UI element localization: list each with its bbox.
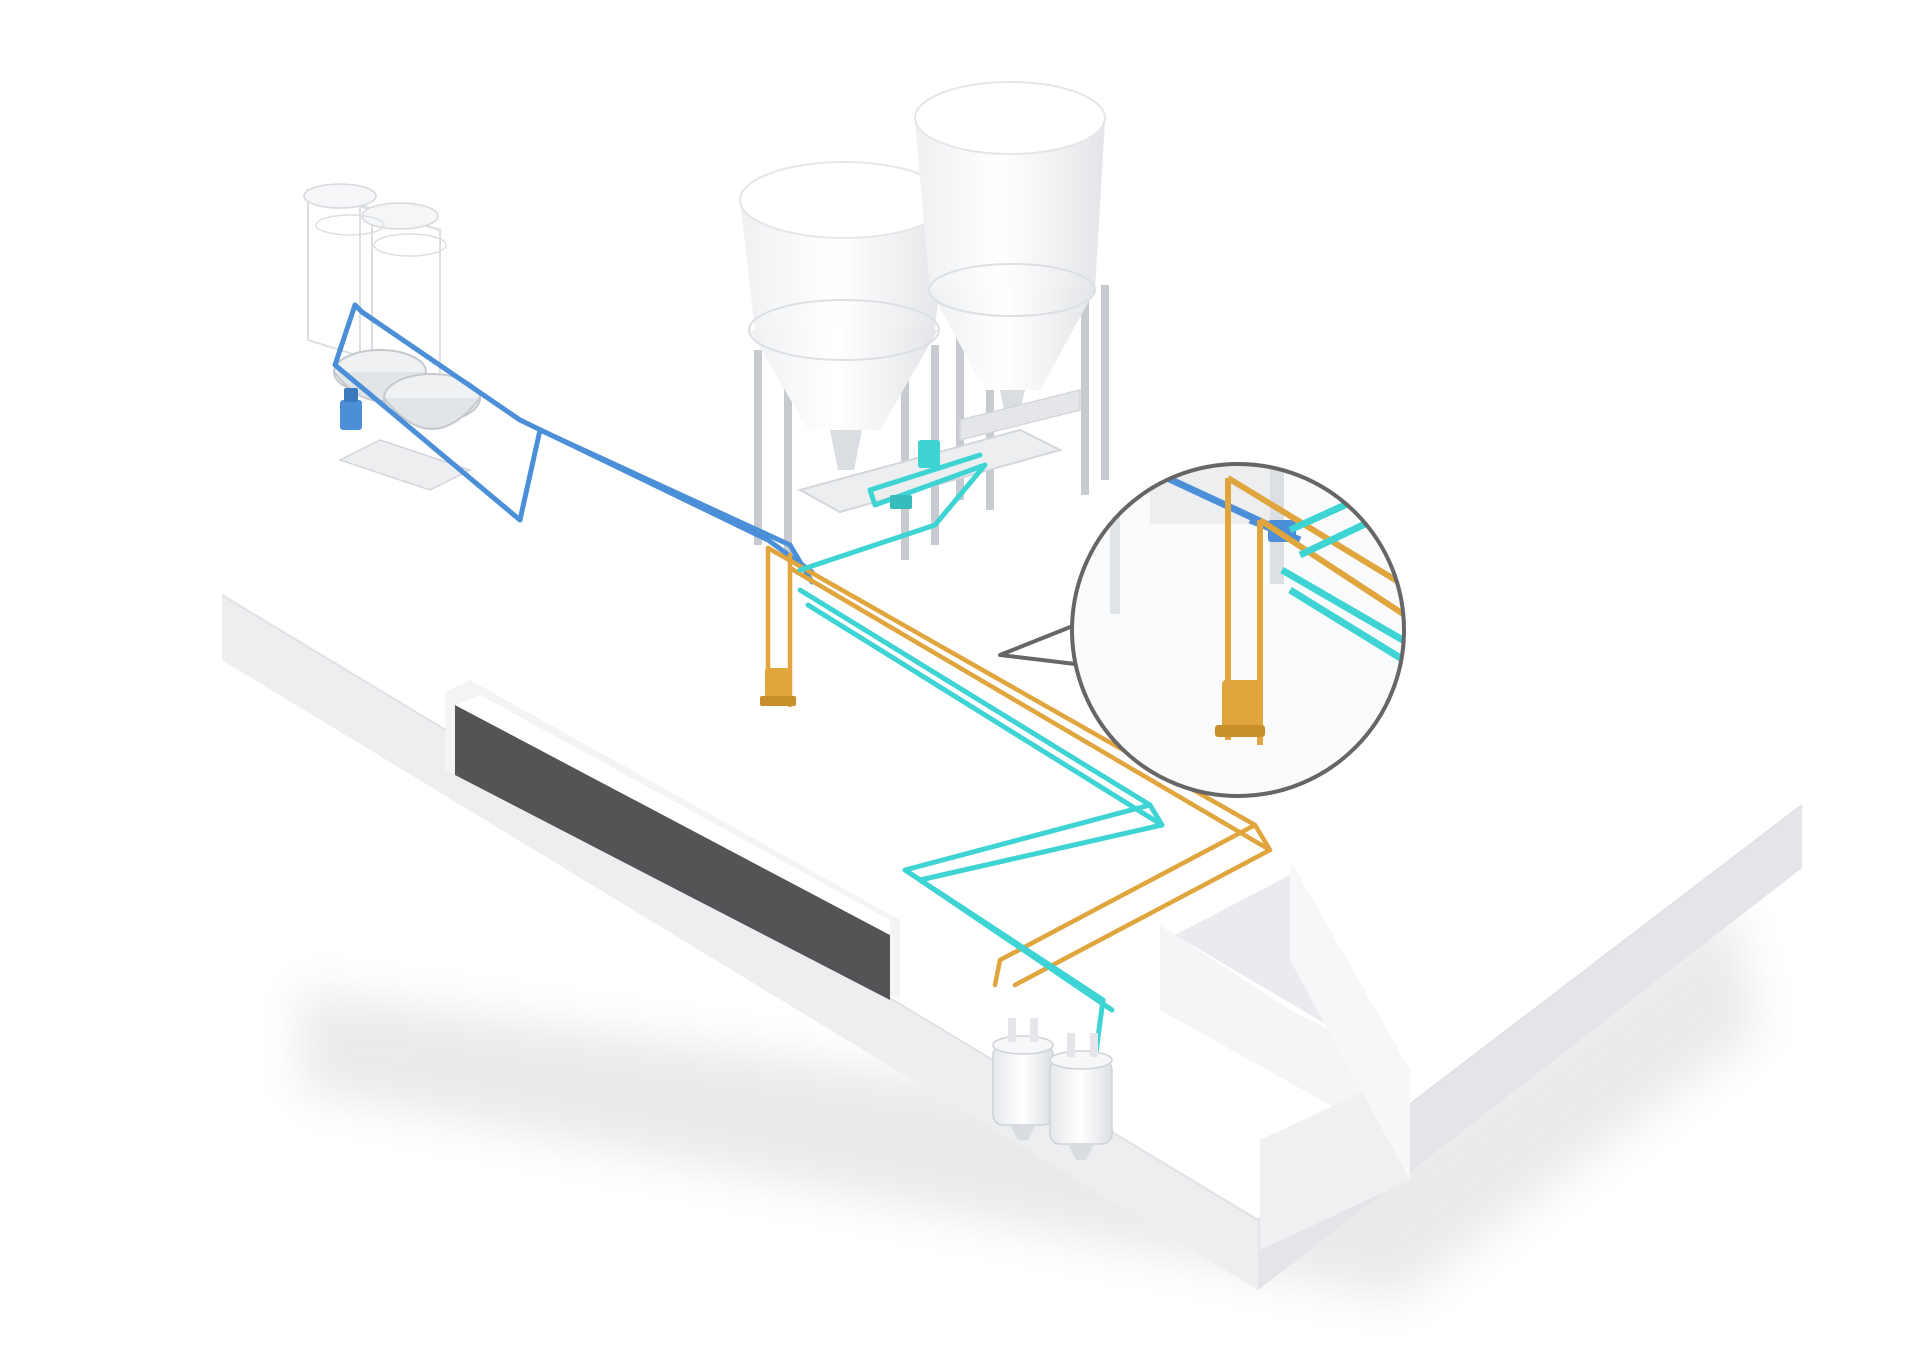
mixing-bowl-right [338, 373, 481, 491]
drive-unit-orange [760, 668, 796, 706]
cyan-tube-conveyor [797, 452, 1165, 1063]
detail-callout [998, 462, 1406, 798]
bulk-bag-frame [303, 183, 447, 397]
drive-unit-blue [340, 388, 362, 430]
receiving-tank-right [1049, 1033, 1113, 1160]
silo-right [914, 81, 1109, 510]
receiving-tank-left [992, 1018, 1054, 1140]
drive-unit-cyan [890, 440, 940, 509]
silo-left [739, 161, 949, 560]
